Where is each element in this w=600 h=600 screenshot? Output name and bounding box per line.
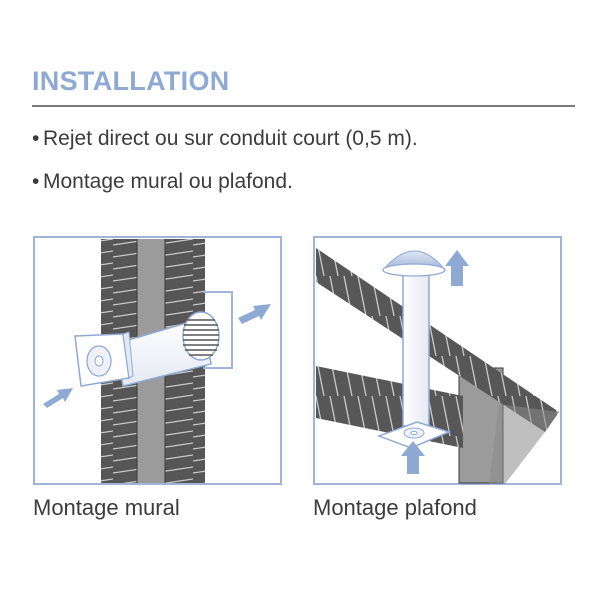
airflow-arrow-icon (238, 304, 271, 324)
bullet-dot: • (32, 127, 40, 150)
airflow-arrow-icon (401, 441, 425, 474)
feature-list: •Rejet direct ou sur conduit court (0,5 … (32, 124, 418, 210)
wall-mount-caption: Montage mural (33, 495, 180, 520)
ceiling-mount-illustration (313, 236, 562, 485)
wall-mount-illustration (33, 236, 282, 485)
section-title: INSTALLATION (32, 66, 230, 96)
airflow-arrow-icon (445, 250, 469, 286)
list-item: •Rejet direct ou sur conduit court (0,5 … (32, 124, 418, 167)
airflow-arrow-icon (43, 388, 73, 408)
title-rule (32, 105, 575, 107)
list-item-text: Montage mural ou plafond. (43, 170, 293, 193)
ceiling-mount-caption: Montage plafond (313, 495, 477, 520)
bullet-dot: • (32, 170, 40, 193)
list-item-text: Rejet direct ou sur conduit court (0,5 m… (43, 127, 418, 150)
list-item: •Montage mural ou plafond. (32, 167, 418, 210)
